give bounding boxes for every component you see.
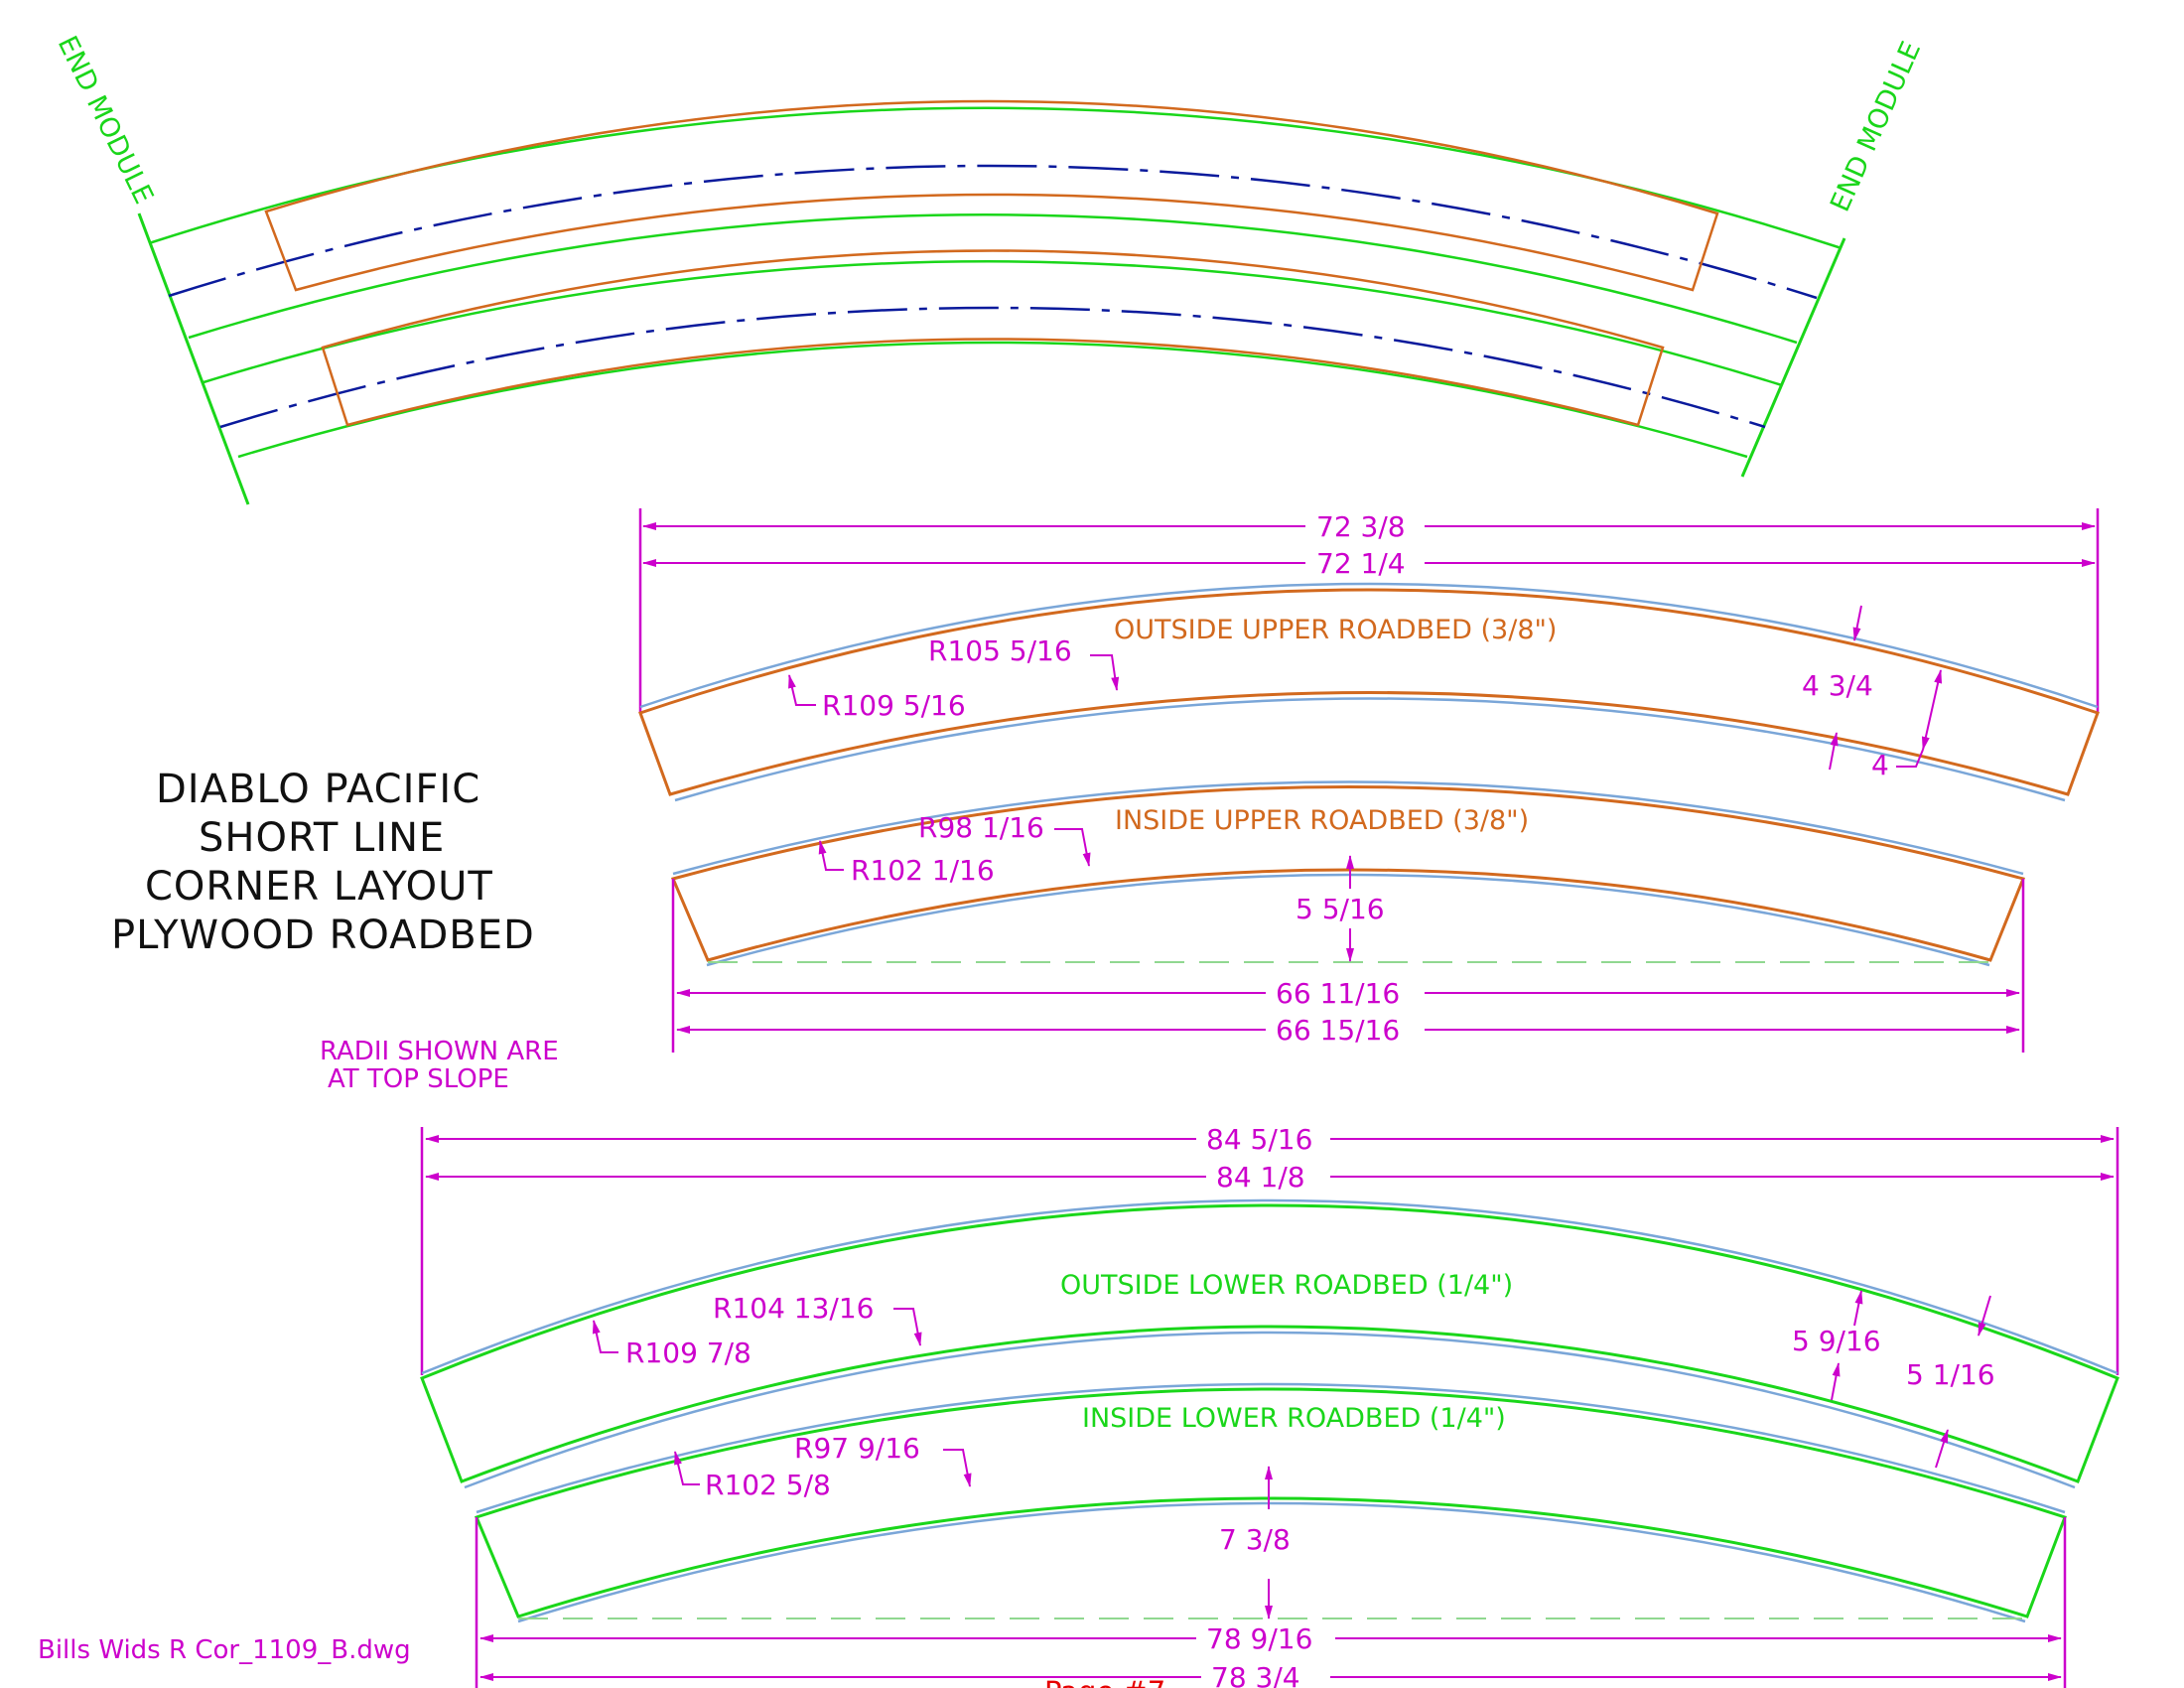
width-5-1-16: 5 1/16 xyxy=(1906,1358,1995,1391)
dim-84-5-16: 84 5/16 xyxy=(1206,1123,1312,1156)
end-module-left-line xyxy=(137,212,250,505)
radii-note: RADII SHOWN ARE AT TOP SLOPE xyxy=(320,1037,559,1094)
orange-roadbed-upper xyxy=(264,99,1719,292)
dim-78-9-16: 78 9/16 xyxy=(1206,1622,1312,1655)
r-104-13-16: R104 13/16 xyxy=(713,1292,875,1325)
track-centerline-1 xyxy=(168,164,1818,300)
title-line-4: PLYWOOD ROADBED xyxy=(111,913,535,958)
r-105-5-16: R105 5/16 xyxy=(928,634,1072,667)
end-module-left-label: END MODULE xyxy=(52,31,159,209)
outside-lower-roadbed: 84 5/16 84 1/8 OUTSIDE LOWER ROADBED (1/… xyxy=(420,1121,2119,1489)
page-number: Page #7 xyxy=(1044,1675,1165,1688)
outside-upper-label: OUTSIDE UPPER ROADBED (3/8") xyxy=(1114,615,1557,645)
note-line-2: AT TOP SLOPE xyxy=(328,1064,509,1094)
note-line-1: RADII SHOWN ARE xyxy=(320,1037,559,1066)
outside-upper-piece xyxy=(638,588,2100,796)
dim-72-3-8: 72 3/8 xyxy=(1316,510,1406,543)
inside-upper-label: INSIDE UPPER ROADBED (3/8") xyxy=(1115,805,1529,836)
r-102-1-16: R102 1/16 xyxy=(851,854,995,887)
title-line-3: CORNER LAYOUT xyxy=(145,864,493,910)
drawing-filename: Bills Wids R Cor_1109_B.dwg xyxy=(38,1635,411,1665)
r-102-5-8: R102 5/8 xyxy=(705,1469,831,1501)
rise-5-5-16: 5 5/16 xyxy=(1296,893,1385,925)
inside-lower-label: INSIDE LOWER ROADBED (1/4") xyxy=(1082,1403,1506,1434)
title-line-1: DIABLO PACIFIC xyxy=(156,767,480,812)
title-line-2: SHORT LINE xyxy=(199,815,445,861)
r-98-1-16: R98 1/16 xyxy=(918,811,1044,844)
green-arc-2 xyxy=(188,213,1798,345)
width-4-3-4: 4 3/4 xyxy=(1802,669,1873,702)
top-track-layout: END MODULE END MODULE xyxy=(52,31,1927,505)
dim-66-11-16: 66 11/16 xyxy=(1276,977,1400,1010)
inside-lower-piece xyxy=(474,1387,2067,1618)
green-arc-4 xyxy=(237,341,1748,459)
green-arc-3 xyxy=(203,260,1783,387)
outside-lower-label: OUTSIDE LOWER ROADBED (1/4") xyxy=(1060,1270,1513,1301)
outside-lower-piece xyxy=(420,1203,2119,1483)
r-109-5-16: R109 5/16 xyxy=(822,689,966,722)
width-5-9-16: 5 9/16 xyxy=(1792,1325,1881,1357)
inside-upper-piece xyxy=(670,785,2026,962)
rise-7-3-8: 7 3/8 xyxy=(1219,1523,1291,1556)
outside-upper-roadbed: 72 3/8 72 1/4 OUTSIDE UPPER ROADBED (3/8… xyxy=(638,508,2100,802)
r-97-9-16: R97 9/16 xyxy=(794,1432,920,1465)
end-module-right-label: END MODULE xyxy=(1825,37,1927,216)
orange-roadbed-lower xyxy=(321,249,1665,427)
end-module-right-line xyxy=(1740,237,1846,478)
dim-78-3-4: 78 3/4 xyxy=(1211,1661,1300,1688)
title-block: DIABLO PACIFIC SHORT LINE CORNER LAYOUT … xyxy=(111,767,535,958)
inside-upper-roadbed: INSIDE UPPER ROADBED (3/8") R98 1/16 R10… xyxy=(670,780,2026,1053)
inside-lower-roadbed: INSIDE LOWER ROADBED (1/4") R97 9/16 R10… xyxy=(474,1382,2067,1688)
dim-84-1-8: 84 1/8 xyxy=(1216,1161,1305,1194)
width-4: 4 xyxy=(1871,749,1889,781)
r-109-7-8: R109 7/8 xyxy=(625,1336,751,1369)
dim-66-15-16: 66 15/16 xyxy=(1276,1014,1400,1047)
track-centerline-2 xyxy=(219,306,1766,429)
dim-72-1-4: 72 1/4 xyxy=(1316,547,1406,580)
